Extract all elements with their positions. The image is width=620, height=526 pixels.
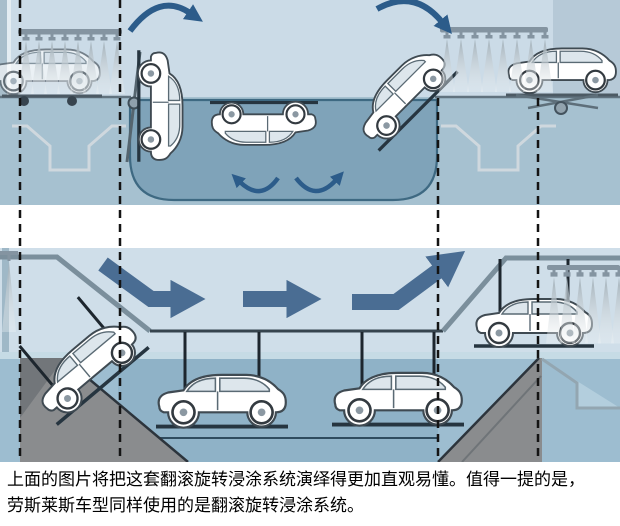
- car-submerged-2: [332, 332, 464, 426]
- drain-funnel-left: [12, 124, 126, 172]
- exit-floor-step-outline: [541, 357, 620, 410]
- caption-line-1: 上面的图片将把这套翻滚旋转浸涂系统演绎得更加直观易懂。值得一提的是，: [7, 470, 585, 489]
- caption-line-2: 劳斯莱斯车型同样使用的是翻滚旋转浸涂系统。: [7, 495, 364, 515]
- dip-tank: [128, 98, 439, 202]
- bath-surface: [0, 352, 620, 359]
- car-on-trolley-under-spray: [0, 48, 102, 106]
- panel-rotation-dip: [0, 0, 620, 205]
- exit-spray-station: [18, 29, 125, 94]
- car-submerged-1: [156, 332, 288, 428]
- entry-nozzle: [0, 251, 18, 332]
- rotation-arc-left-icon: [127, 2, 203, 33]
- car-rotating-vertical: [125, 50, 183, 162]
- exit-ramp: [437, 357, 542, 462]
- tank-swirl-arc-left-icon: [231, 173, 280, 194]
- rotation-arc-right-icon: [375, 0, 452, 35]
- tank-swirl-arc-right-icon: [294, 171, 344, 194]
- entry-spray-station: [439, 27, 553, 92]
- flow-arrow-bend-up-icon: [352, 251, 466, 310]
- caption: 上面的图片将把这套翻滚旋转浸涂系统演绎得更加直观易懂。值得一提的是， 劳斯莱斯车…: [0, 462, 620, 526]
- car-descending-entry-ramp: [18, 296, 150, 425]
- exit-spray-station-bottom: [546, 265, 620, 344]
- panel-conveyor-dip: [0, 248, 620, 462]
- car-on-lift-platform: [506, 47, 618, 115]
